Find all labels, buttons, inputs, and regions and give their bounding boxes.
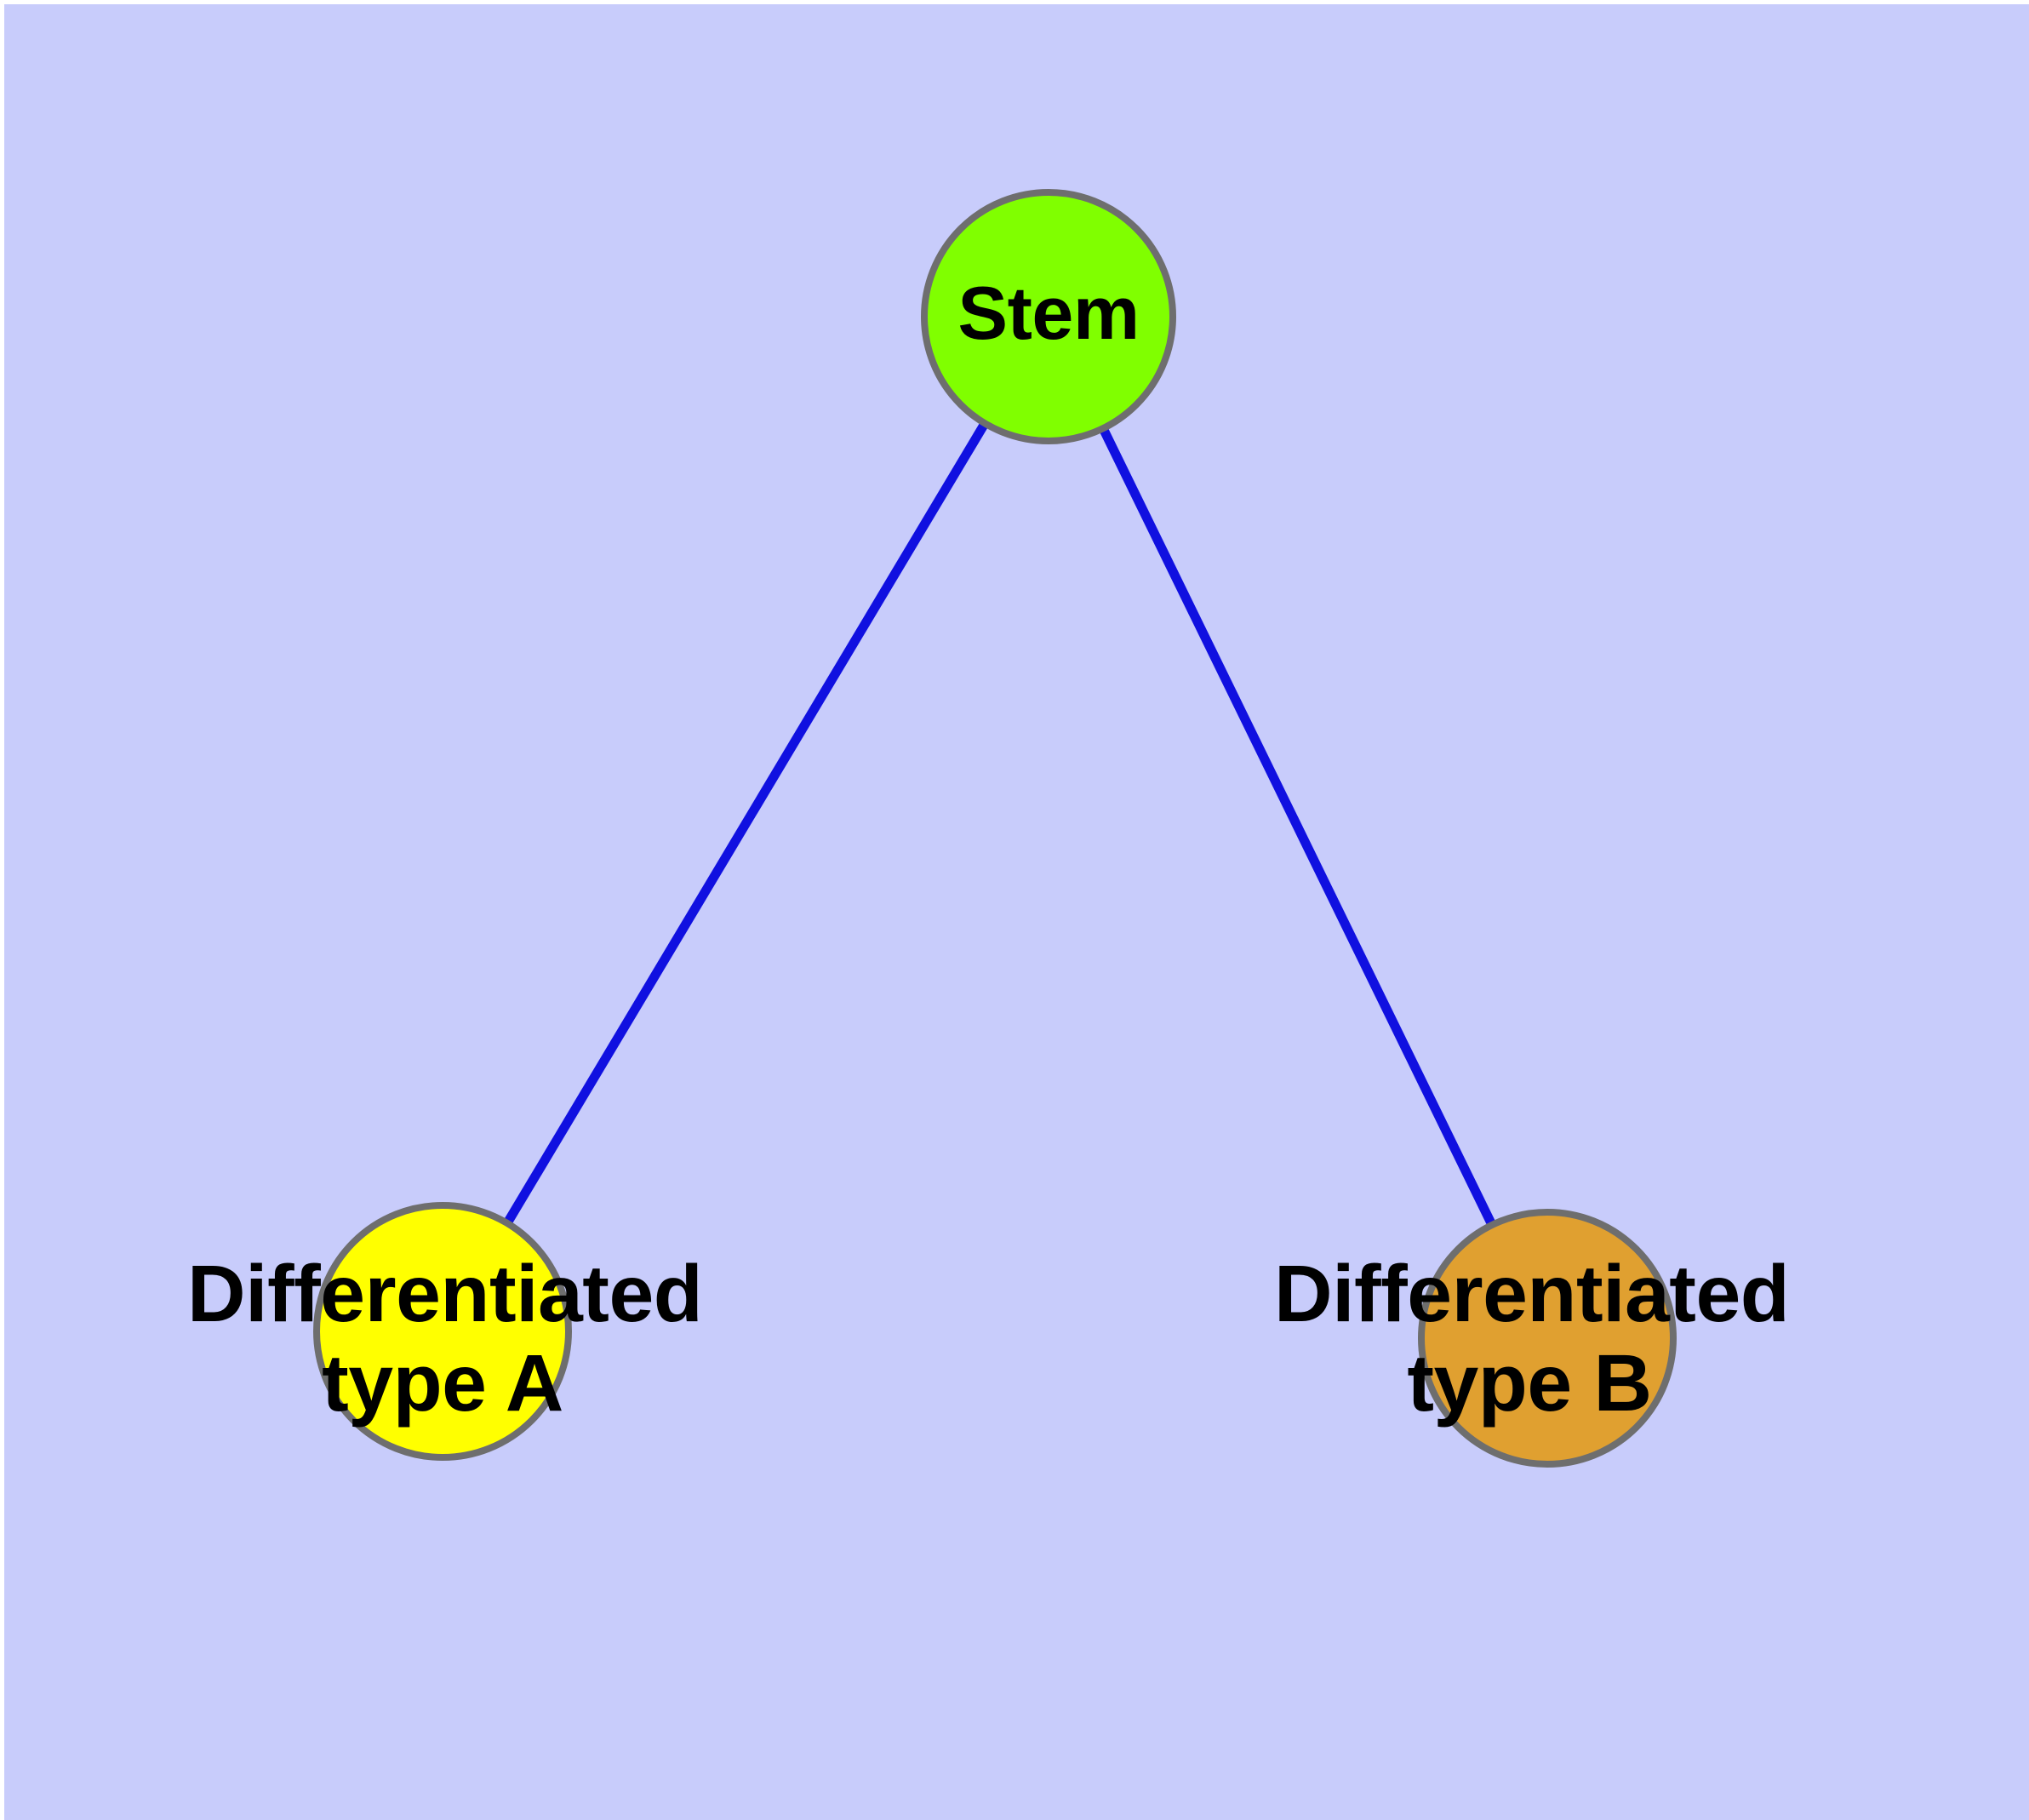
edge-layer xyxy=(438,314,1552,1341)
node-differentiated-type-a[interactable] xyxy=(313,1202,572,1461)
edge-stem-to-type-b[interactable] xyxy=(1044,314,1552,1341)
node-differentiated-type-b[interactable] xyxy=(1418,1209,1677,1468)
node-layer xyxy=(313,189,1677,1468)
edge-stem-to-type-a[interactable] xyxy=(438,314,1053,1334)
node-stem[interactable] xyxy=(921,189,1176,444)
